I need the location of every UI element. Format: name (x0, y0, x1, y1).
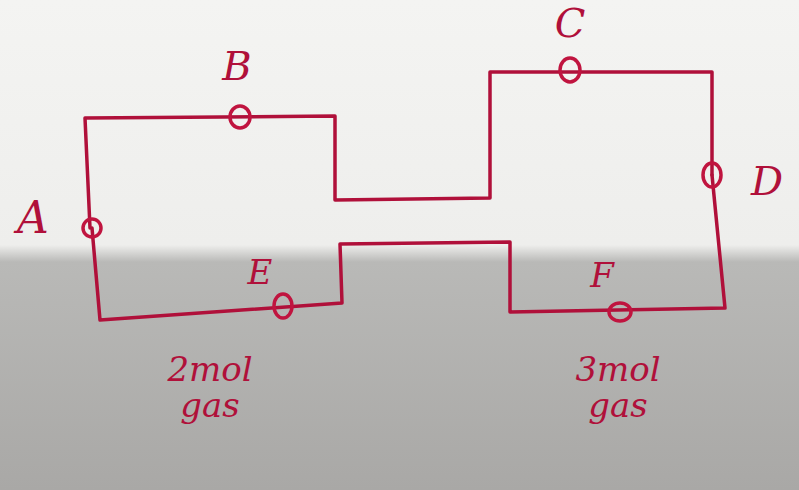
point-letter: D (742, 160, 792, 202)
point-letter: A (8, 195, 58, 241)
point-letter: C (545, 2, 595, 44)
point-marker (230, 106, 250, 128)
gas-amount-label: 3mol gas (548, 352, 688, 423)
point-letter: B (212, 45, 262, 87)
point-marker (83, 219, 101, 237)
wire (92, 175, 725, 320)
point-marker (274, 294, 292, 318)
point-letter: E (238, 255, 282, 291)
gas-amount-label: 2mol gas (140, 352, 280, 423)
point-marker (560, 58, 580, 82)
point-marker (609, 303, 631, 321)
point-letter: F (580, 258, 624, 294)
point-marker (703, 163, 721, 187)
wire (85, 72, 712, 228)
